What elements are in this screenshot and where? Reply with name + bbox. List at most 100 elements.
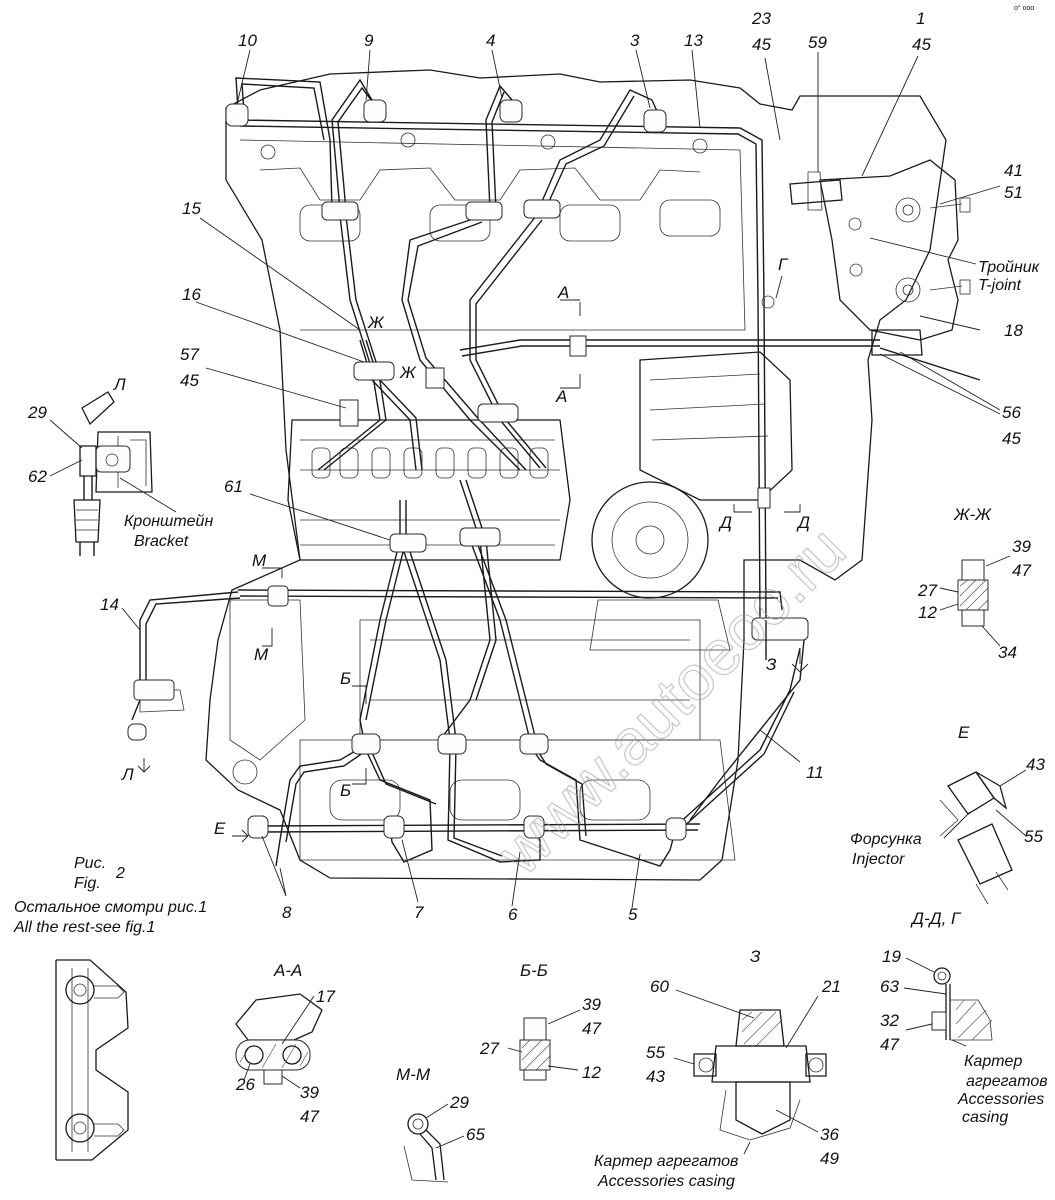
view-b-b: Б-Б 39 47 27 12 <box>479 961 601 1082</box>
section-mark-e: Е <box>214 819 226 838</box>
view-zh-callout-12: 12 <box>918 603 937 622</box>
view-ddg-callout-32: 32 <box>880 1011 899 1030</box>
fig-label-ru: Рис. <box>74 855 106 872</box>
bracket-label-en: Bracket <box>134 533 189 550</box>
view-ddg-callout-63: 63 <box>880 977 899 996</box>
tee-label-en: T-joint <box>978 277 1022 294</box>
view-d-d-g: Д-Д, Г 19 63 32 47 Картер агрегатов Acce… <box>880 909 1048 1126</box>
view-ddg-casing-en-1: Accessories <box>957 1091 1044 1108</box>
section-mark-zh-upper: Ж <box>367 313 385 332</box>
engine-main-view: www.autoeoo.ru 10 9 4 3 13 23 45 59 1 45… <box>13 9 1041 936</box>
callout-11: 11 <box>806 763 824 782</box>
callout-4: 4 <box>486 31 495 50</box>
view-z-callout-36: 36 <box>820 1125 839 1144</box>
view-l: Л 29 62 Кронштейн Bracket <box>27 375 213 556</box>
view-bb-callout-47: 47 <box>582 1019 601 1038</box>
view-ddg-casing-en-2: casing <box>962 1109 1008 1126</box>
view-bb-title: Б-Б <box>520 961 548 980</box>
callout-45-top-left: 45 <box>752 35 771 54</box>
view-z-callout-43: 43 <box>646 1067 665 1086</box>
view-zh-callout-27: 27 <box>917 581 937 600</box>
view-aa-callout-47: 47 <box>300 1107 319 1126</box>
callout-5: 5 <box>628 905 638 924</box>
corner-mark: o° ooo <box>1014 4 1034 12</box>
callout-8: 8 <box>282 903 292 922</box>
view-ddg-callout-47: 47 <box>880 1035 899 1054</box>
callout-18: 18 <box>1004 321 1023 340</box>
view-aa-title: А-А <box>273 961 302 980</box>
section-mark-d-right: Д <box>796 513 810 532</box>
injector-label-en: Injector <box>852 851 905 868</box>
callout-23: 23 <box>751 9 771 28</box>
intake-ports <box>260 132 721 242</box>
cylinder-head-upper <box>239 139 746 331</box>
view-bb-callout-12: 12 <box>582 1063 601 1082</box>
fig-number: 2 <box>115 865 125 882</box>
callout-1: 1 <box>916 9 925 28</box>
view-e-callout-55: 55 <box>1024 827 1043 846</box>
view-e-callout-43: 43 <box>1026 755 1045 774</box>
view-m-m: М-М 29 65 <box>396 1065 485 1183</box>
view-zh-callout-34: 34 <box>998 643 1017 662</box>
tee-label-ru: Тройник <box>978 259 1041 276</box>
view-aa-callout-17: 17 <box>316 987 335 1006</box>
callout-45-left: 45 <box>180 371 199 390</box>
view-z: З 60 21 55 43 36 49 Картер агрегатов Acc… <box>594 947 841 1190</box>
rest-note-en: All the rest-see fig.1 <box>13 919 155 936</box>
view-zh-zh-title: Ж-Ж <box>953 505 992 524</box>
callout-15: 15 <box>182 199 201 218</box>
view-ddg-title: Д-Д, Г <box>910 909 962 928</box>
callout-41: 41 <box>1004 161 1023 180</box>
callout-45-top-right: 45 <box>912 35 931 54</box>
callout-59: 59 <box>808 33 827 52</box>
upper-fittings <box>225 99 667 427</box>
view-ddg-casing-ru-1: Картер <box>964 1053 1022 1070</box>
callout-9: 9 <box>364 31 374 50</box>
tee-label: Тройник T-joint <box>869 237 1041 294</box>
view-zh-callout-39: 39 <box>1012 537 1031 556</box>
callout-14: 14 <box>100 595 119 614</box>
section-mark-m-bottom: М <box>254 645 269 664</box>
rest-note-ru: Остальное смотри рис.1 <box>14 899 207 916</box>
view-l-title: Л <box>113 375 126 394</box>
view-l-callout-62: 62 <box>28 467 47 486</box>
callout-13: 13 <box>684 31 703 50</box>
callout-45-right: 45 <box>1002 429 1021 448</box>
tee-plan-view <box>55 959 129 1161</box>
section-mark-g: Г <box>778 255 789 274</box>
view-l-callout-29: 29 <box>27 403 47 422</box>
injection-pump <box>287 419 571 561</box>
callout-61: 61 <box>224 477 243 496</box>
callout-10: 10 <box>238 31 257 50</box>
section-mark-z: З <box>766 655 777 674</box>
view-a-a: А-А 17 26 39 47 <box>235 961 335 1126</box>
view-e-title: Е <box>958 723 970 742</box>
view-ddg-callout-19: 19 <box>882 947 901 966</box>
view-z-callout-60: 60 <box>650 977 669 996</box>
section-mark-m-top: М <box>252 551 267 570</box>
callout-3: 3 <box>630 31 640 50</box>
accessory-housing <box>589 351 793 651</box>
view-mm-title: М-М <box>396 1065 431 1084</box>
section-indicators: А А Г Ж Ж Д Д М М Б Б З Л Е <box>121 255 810 843</box>
callout-6: 6 <box>508 905 518 924</box>
view-z-callout-55: 55 <box>646 1043 665 1062</box>
section-mark-zh-lower: Ж <box>399 363 417 382</box>
callout-56: 56 <box>1002 403 1021 422</box>
lower-fuel-tubes <box>131 479 801 867</box>
view-z-callout-49: 49 <box>820 1149 839 1168</box>
view-z-casing-en: Accessories casing <box>597 1173 735 1190</box>
view-z-callout-21: 21 <box>821 977 841 996</box>
callout-57: 57 <box>180 345 199 364</box>
section-mark-b-top: Б <box>340 669 351 688</box>
tee-block-assembly <box>789 159 971 356</box>
upper-fuel-tubes <box>235 77 981 621</box>
bracket-label-ru: Кронштейн <box>124 513 213 530</box>
view-z-title: З <box>750 947 761 966</box>
callout-7: 7 <box>414 903 424 922</box>
view-e: Е 43 55 Форсунка Injector <box>850 723 1045 905</box>
fig-label-en: Fig. <box>74 875 101 892</box>
view-aa-callout-39: 39 <box>300 1083 319 1102</box>
callout-16: 16 <box>182 285 201 304</box>
